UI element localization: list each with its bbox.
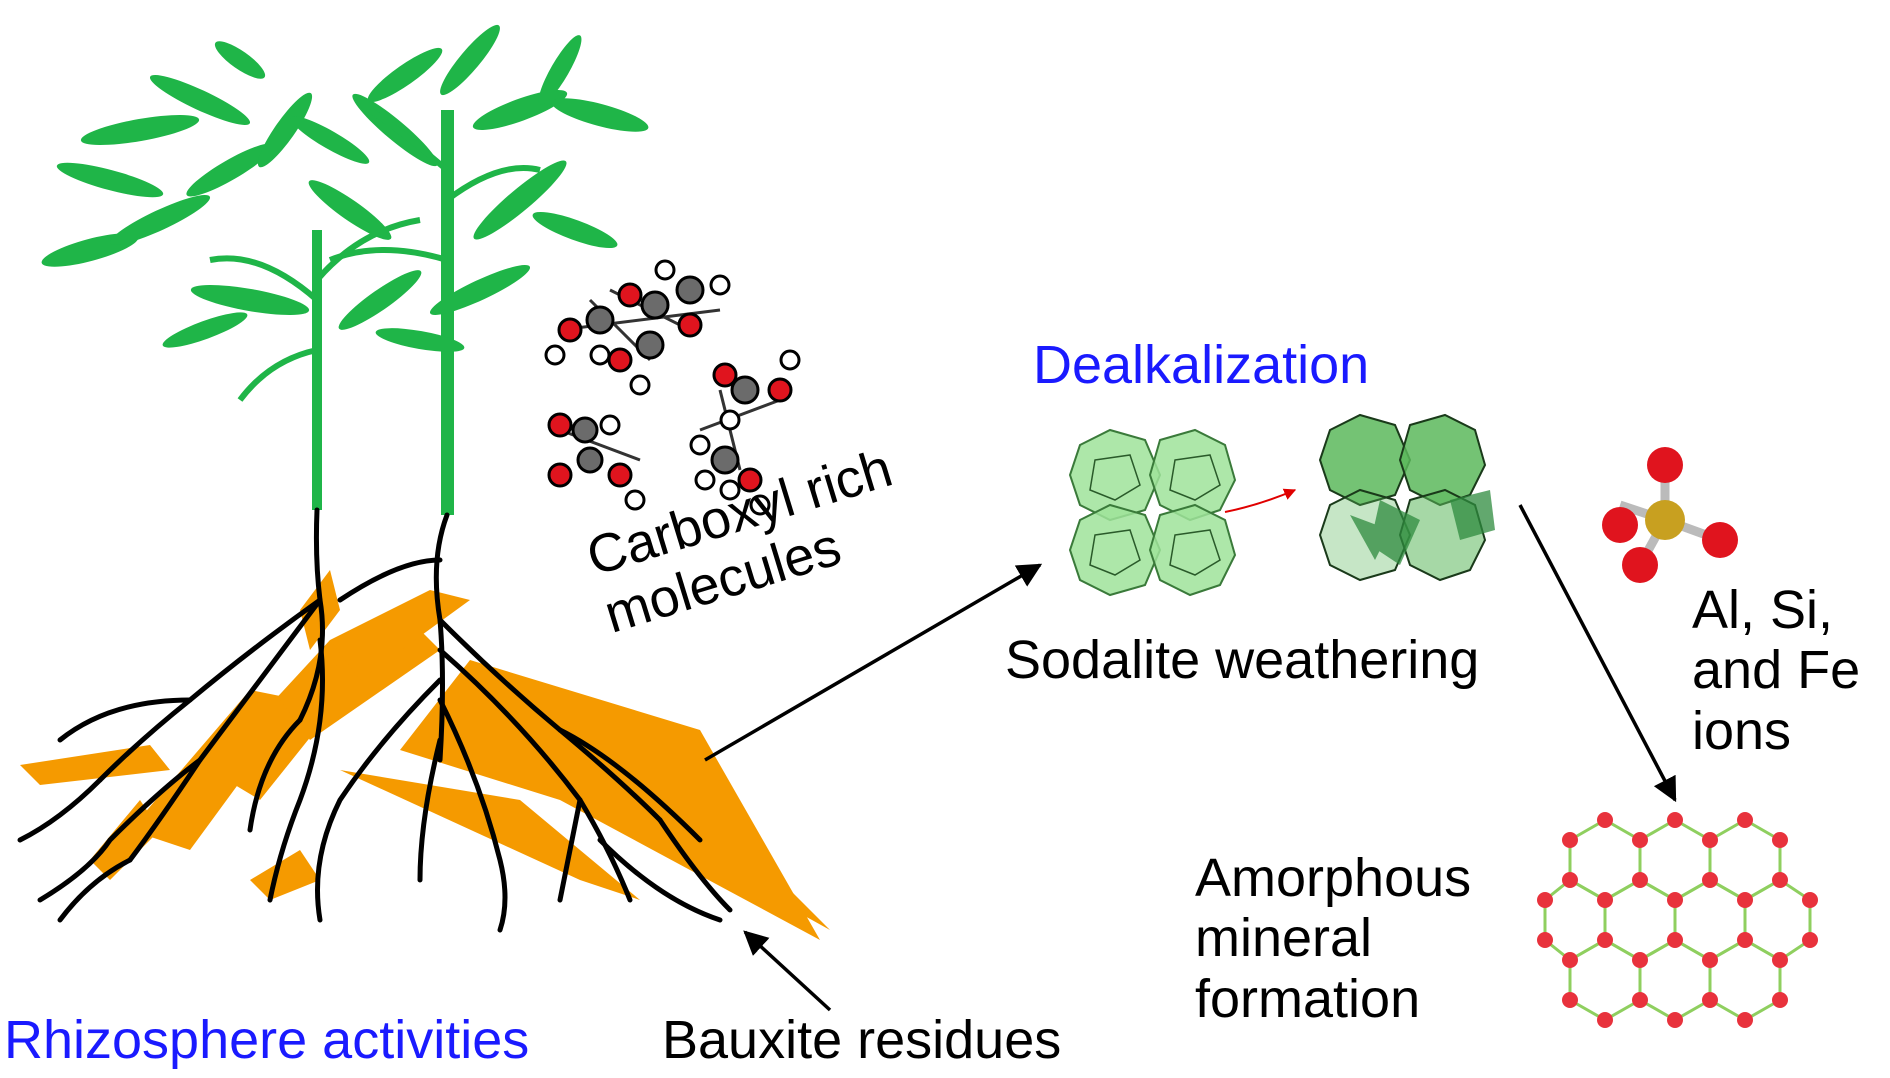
- dealkalization-label: Dealkalization: [1033, 335, 1370, 395]
- amorphous-label: Amorphous mineral formation: [1195, 848, 1472, 1029]
- rhizosphere-label: Rhizosphere activities: [4, 1010, 530, 1070]
- plant-icon: [41, 24, 649, 515]
- ions-label: Al, Si, and Fe ions: [1692, 580, 1861, 761]
- roots-icon: [17, 507, 830, 940]
- arrow-to-bauxite-residues: [743, 930, 832, 1012]
- molecule-icon: [544, 259, 801, 516]
- sodalite-label: Sodalite weathering: [1005, 630, 1480, 690]
- arrow-sodalite-to-mineral: [1518, 504, 1677, 803]
- bauxite-label: Bauxite residues: [662, 1010, 1062, 1070]
- sulfate-icon: [1602, 447, 1738, 583]
- mineral-network-icon: [1537, 812, 1818, 1028]
- arrow-weathering-red: [1224, 488, 1297, 513]
- arrow-roots-to-sodalite: [704, 563, 1043, 762]
- sodalite-cage-icon: [1068, 413, 1495, 597]
